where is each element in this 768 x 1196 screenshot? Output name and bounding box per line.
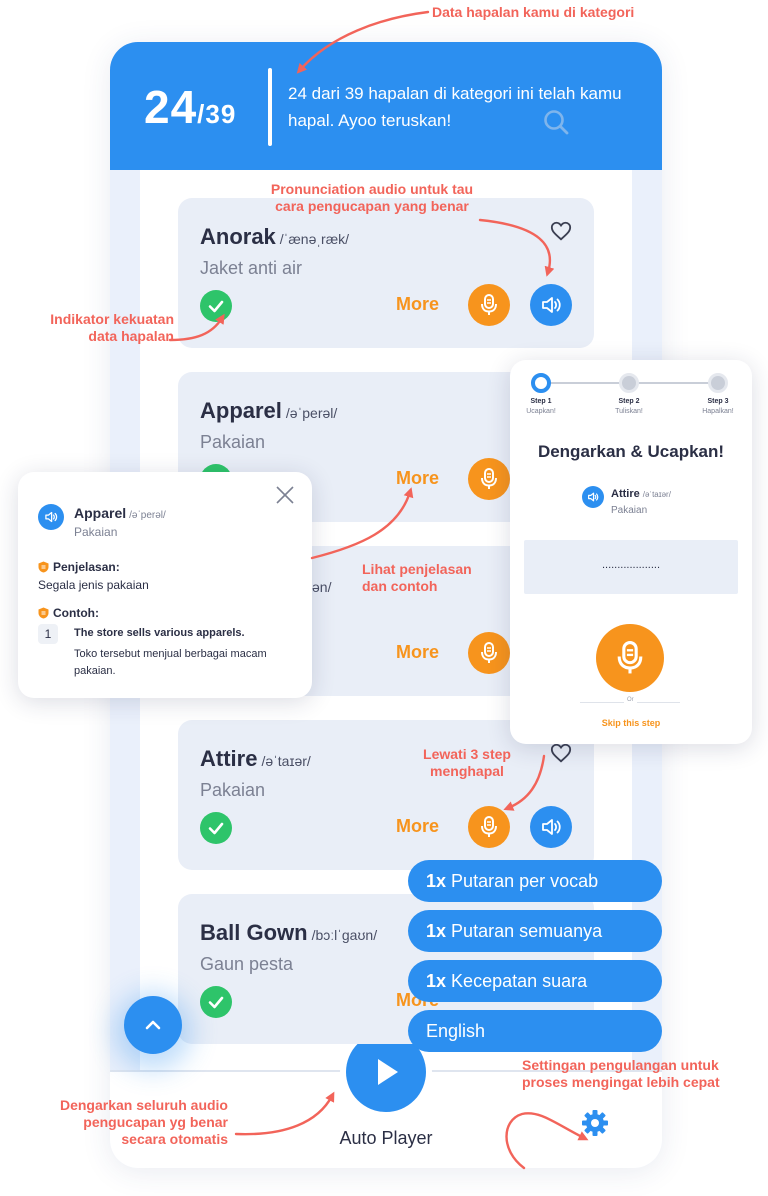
shield-icon: [38, 607, 49, 619]
voice-speed-pill[interactable]: 1x Kecepatan suara: [408, 960, 662, 1002]
memorized-score: 24/39: [144, 81, 237, 133]
steps-title: Dengarkan & Ucapkan!: [537, 442, 725, 461]
header-divider: [268, 68, 272, 146]
heart-icon[interactable]: [550, 220, 572, 242]
mic-button[interactable]: [468, 806, 510, 848]
repeat-all-pill[interactable]: 1x Putaran semuanya: [408, 910, 662, 952]
vocab-meaning: Gaun pesta: [200, 954, 294, 974]
speaker-icon: [542, 819, 561, 835]
pronunciation-result-field[interactable]: ...................: [524, 540, 738, 594]
annotation-indikator: Indikator kekuatan data hapalan: [50, 311, 174, 344]
popup-meaning: Pakaian: [74, 525, 118, 539]
annotation-pronunciation: Pronunciation audio untuk tau cara pengu…: [270, 181, 474, 214]
vocab-word: Attire/əˈtaɪər/: [200, 746, 311, 771]
progress-header: 24/39 24 dari 39 hapalan di kategori ini…: [110, 42, 662, 170]
vocab-word: ən/: [312, 579, 332, 595]
mic-button[interactable]: [468, 632, 510, 674]
microphone-icon: [481, 642, 497, 663]
example-title: Contoh:: [38, 606, 99, 620]
steps-card: Step 1 Ucapkan! Step 2 Tuliskan! Step 3 …: [510, 360, 752, 744]
more-button[interactable]: More: [396, 816, 440, 836]
step-3-sub: Hapalkan!: [702, 408, 734, 415]
speaker-button[interactable]: [582, 486, 604, 508]
speaker-button[interactable]: [530, 284, 572, 326]
speaker-button[interactable]: [530, 806, 572, 848]
annotation-data-hapalan: Data hapalan kamu di kategori: [432, 4, 635, 20]
annotation-lewati: Lewati 3 step menghapal: [423, 746, 511, 779]
popup-word: Apparel/əˈperəl/: [74, 505, 166, 521]
annotation-lihat: Lihat penjelasan dan contoh: [362, 561, 472, 594]
vocab-word: Anorak/ˈænəˌræk/: [200, 224, 350, 249]
vocab-card[interactable]: Anorak/ˈænəˌræk/ Jaket anti air More: [178, 198, 594, 348]
example-indonesian: Toko tersebut menjual berbagai macam pak…: [74, 648, 267, 677]
chevron-up-icon: [145, 1020, 161, 1030]
step-1-dot: [531, 373, 551, 393]
repeat-per-vocab-pill[interactable]: 1x Putaran per vocab: [408, 860, 662, 902]
microphone-icon: [481, 816, 497, 837]
vocab-detail-popup: Apparel/əˈperəl/ Pakaian Penjelasan: Seg…: [18, 472, 312, 698]
speaker-icon: [45, 511, 58, 523]
microphone-icon: [617, 641, 643, 674]
steps-word: Attire/əˈtaɪər/: [611, 488, 671, 500]
search-icon[interactable]: [542, 108, 570, 136]
strength-check-icon: [200, 812, 232, 844]
scroll-up-button[interactable]: [124, 996, 182, 1054]
strength-check-icon: [200, 986, 232, 1018]
speaker-button[interactable]: [38, 504, 64, 530]
auto-player-label: Auto Player: [339, 1128, 433, 1148]
step-2-dot: [619, 373, 639, 393]
or-label: Or: [624, 697, 637, 703]
step-2-sub: Tuliskan!: [615, 408, 643, 415]
vocab-meaning: Pakaian: [200, 780, 266, 800]
step-1-sub: Ucapkan!: [526, 408, 556, 415]
vocab-word: Ball Gown/bɔːlˈgaʊn/: [200, 920, 378, 945]
gear-icon[interactable]: [580, 1108, 610, 1138]
step-1-label: Step 1: [530, 398, 552, 405]
step-3-dot: [708, 373, 728, 393]
mic-button[interactable]: [468, 458, 510, 500]
close-icon[interactable]: [274, 484, 296, 506]
more-button[interactable]: More: [396, 642, 440, 662]
language-pill[interactable]: English: [408, 1010, 662, 1052]
record-mic-button[interactable]: [596, 624, 664, 692]
microphone-icon: [481, 468, 497, 489]
progress-text: 24 dari 39 hapalan di kategori ini telah…: [288, 84, 622, 130]
steps-meaning: Pakaian: [611, 505, 648, 516]
annotation-dengarkan: Dengarkan seluruh audio pengucapan yg be…: [59, 1097, 228, 1147]
annotation-settingan: Settingan pengulangan untuk proses mengi…: [522, 1057, 720, 1090]
microphone-icon: [481, 294, 497, 315]
more-button[interactable]: More: [396, 294, 440, 314]
vocab-meaning: Pakaian: [200, 432, 266, 452]
speaker-icon: [588, 492, 599, 502]
example-english: The store sells various apparels.: [74, 627, 245, 639]
mic-button[interactable]: [468, 284, 510, 326]
example-number: 1: [38, 624, 58, 644]
speaker-icon: [542, 297, 561, 313]
strength-check-icon: [200, 290, 232, 322]
play-icon: [378, 1059, 398, 1085]
more-button[interactable]: More: [396, 468, 440, 488]
step-2-label: Step 2: [618, 398, 640, 405]
skip-step-link[interactable]: Skip this step: [601, 718, 661, 728]
shield-icon: [38, 561, 49, 573]
step-3-label: Step 3: [707, 398, 729, 405]
heart-icon[interactable]: [550, 742, 572, 764]
explanation-text: Segala jenis pakaian: [38, 578, 149, 592]
vocab-meaning: Jaket anti air: [200, 258, 303, 278]
vocab-word: Apparel/əˈperəl/: [200, 398, 338, 423]
explanation-title: Penjelasan:: [38, 560, 120, 574]
